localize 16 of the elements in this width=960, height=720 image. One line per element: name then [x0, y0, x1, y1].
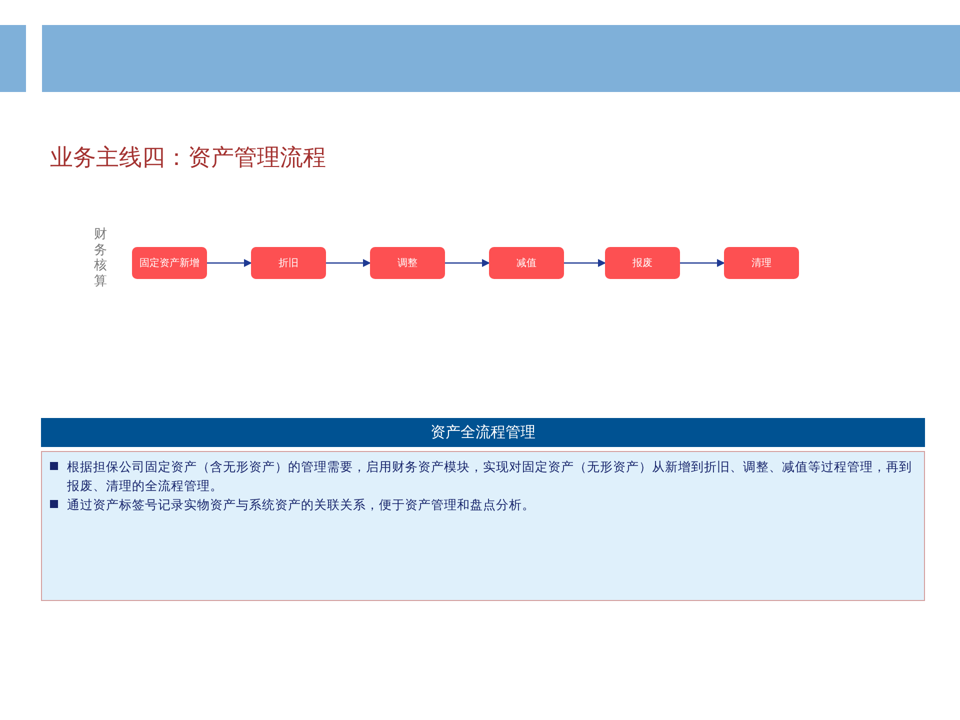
process-box: 调整 — [370, 247, 445, 279]
process-box: 报废 — [605, 247, 680, 279]
arrow — [207, 259, 252, 267]
row-label: 财务核算 — [94, 227, 107, 290]
bullet-text: 通过资产标签号记录实物资产与系统资产的关联关系，便于资产管理和盘点分析。 — [67, 496, 535, 514]
slide-title: 业务主线四：资产管理流程 — [50, 144, 326, 173]
arrow — [326, 259, 371, 267]
arrow — [680, 259, 725, 267]
process-box: 固定资产新增 — [132, 247, 207, 279]
arrow — [445, 259, 490, 267]
panel-header: 资产全流程管理 — [41, 418, 925, 447]
arrow — [564, 259, 606, 267]
process-box: 折旧 — [251, 247, 326, 279]
process-box: 减值 — [489, 247, 564, 279]
bullet-text: 根据担保公司固定资产（含无形资产）的管理需要，启用财务资产模块，实现对固定资产（无形资产）从新增到折旧、调整、减值等过程管理，再到报废、清理的全流程管理。 — [67, 458, 913, 495]
process-box: 清理 — [724, 247, 799, 279]
